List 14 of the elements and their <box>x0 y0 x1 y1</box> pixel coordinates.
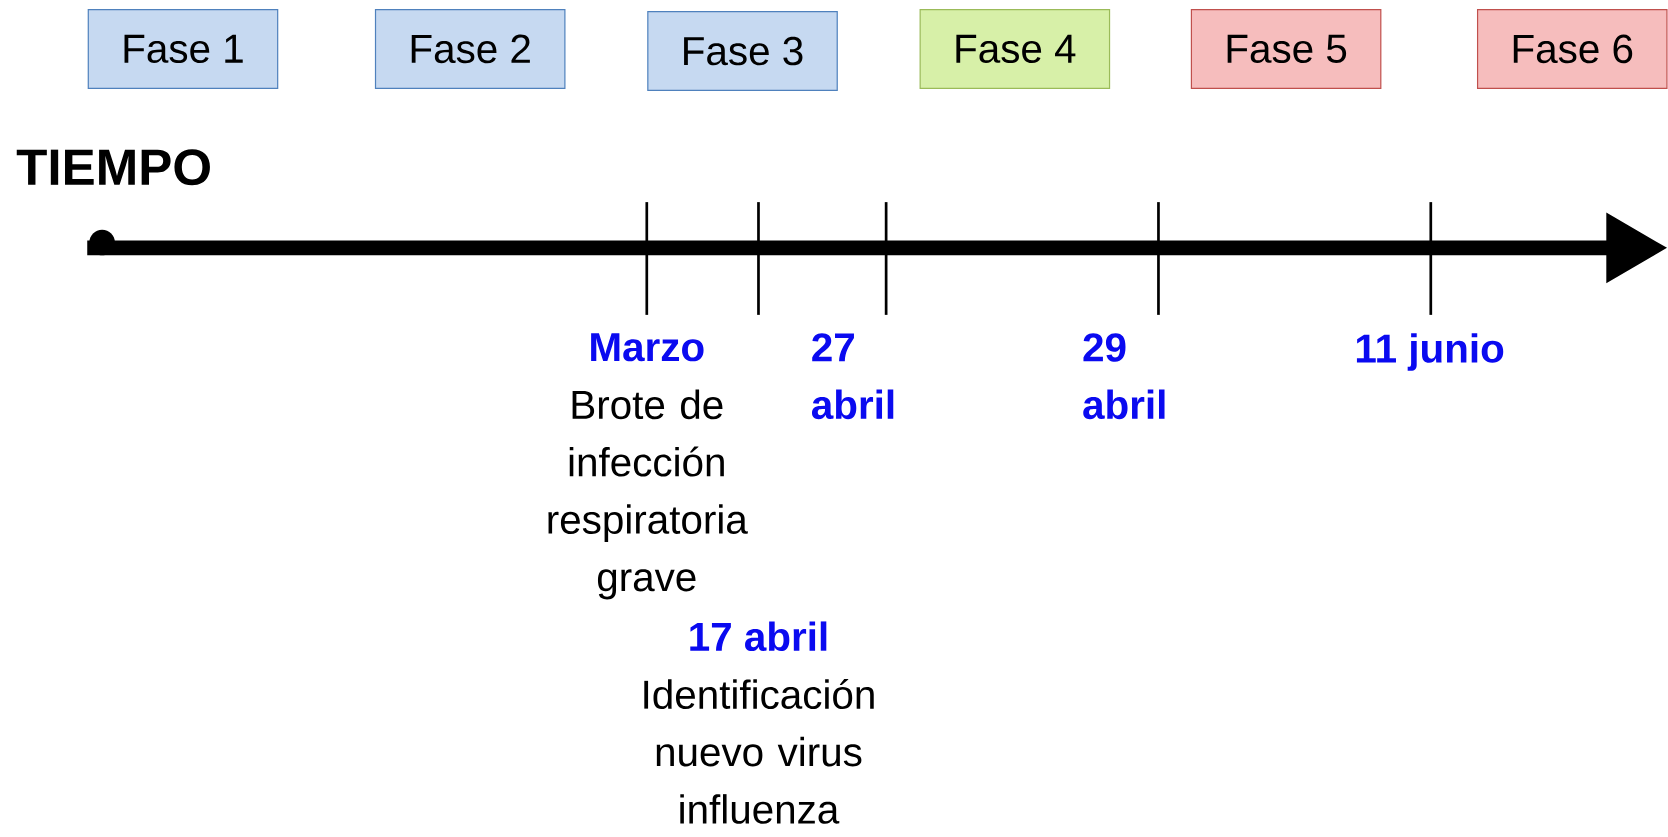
phase-box: Fase 1 <box>87 9 279 89</box>
date-label: 11 junio <box>1356 333 1504 371</box>
date-label: 29 abril <box>1083 333 1165 420</box>
date-label: Marzo <box>591 333 704 362</box>
date-label: 17 abril <box>690 621 827 652</box>
axis-title: TIEMPO <box>16 149 210 186</box>
event-description: Identificación nuevo virus influenza <box>644 678 874 824</box>
phase-box: Fase 4 <box>919 9 1111 89</box>
phase-box: Fase 3 <box>647 11 838 91</box>
phase-box: Fase 2 <box>374 9 566 89</box>
event-description: Brote de infección respiratoria grave <box>548 389 748 600</box>
phase-box: Fase 6 <box>1476 9 1668 89</box>
phase-box: Fase 5 <box>1190 9 1382 89</box>
date-label: 27 abril <box>812 333 894 420</box>
